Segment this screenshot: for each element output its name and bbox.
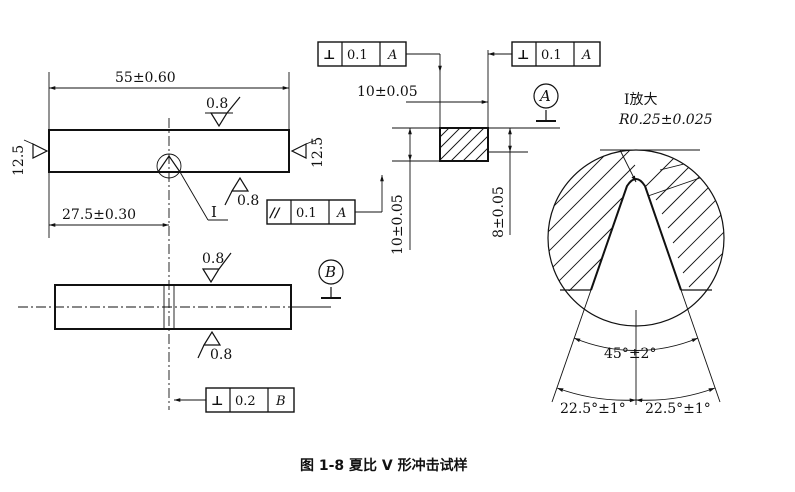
notch-radius: R0.25±0.025: [618, 112, 713, 128]
fcf-right-datum: A: [581, 48, 591, 63]
half-angle-left: 22.5°±1°: [560, 401, 626, 417]
datum-b-label: B: [324, 263, 336, 281]
fcf-b-value: 0.2: [235, 394, 256, 409]
fcf-left-value: 0.1: [347, 48, 368, 63]
section-view: 10±0.05 10±0.05 8±0.05 A ⊥ 0.1 A ⊥ 0.1 A: [266, 41, 601, 255]
roughness-left: 12.5: [11, 145, 27, 176]
fcf-left-datum: A: [387, 48, 397, 63]
half-angle-right: 22.5°±1°: [645, 401, 711, 417]
roughness-top: 0.8: [206, 96, 228, 112]
roughness-bottom-front: 0.8: [237, 193, 259, 209]
fcf-b-datum: B: [275, 394, 286, 409]
detail-view: I放大 R0.25±0.025 45°±2° 22.5°±1° 22.5°±1°: [547, 92, 725, 417]
roughness-plan-top: 0.8: [202, 251, 224, 267]
datum-a-symbol: [533, 83, 559, 109]
fcf-right-symbol: ⊥: [517, 48, 529, 63]
perpendicularity-frame-b: [205, 387, 295, 413]
roughness-right: 12.5: [310, 137, 326, 168]
fcf-right-value: 0.1: [541, 48, 562, 63]
datum-b-symbol: [318, 259, 344, 285]
section-square: [439, 127, 489, 162]
front-view: 55±0.60 27.5±0.30 0.8 0.8 12.5 12.5 I: [11, 70, 326, 410]
notch-angle: 45°±2°: [604, 346, 656, 362]
section-height-dimension: 10±0.05: [390, 194, 406, 255]
fcf-parallel-value: 0.1: [296, 206, 317, 221]
fcf-parallel-symbol: //: [268, 206, 281, 221]
parallelism-frame: [266, 199, 356, 225]
length-dimension: 55±0.60: [115, 70, 176, 86]
datum-a-label: A: [538, 87, 551, 105]
fcf-parallel-datum: A: [336, 206, 346, 221]
plan-view: 0.8 0.8 B ⊥ 0.2 B: [18, 251, 344, 413]
fcf-left-symbol: ⊥: [323, 48, 335, 63]
detail-notch-profile: [590, 178, 682, 291]
notch-position-dimension: 27.5±0.30: [62, 207, 136, 223]
roughness-plan-bottom: 0.8: [210, 347, 232, 363]
view-label-i: I: [211, 203, 217, 221]
fcf-b-symbol: ⊥: [211, 394, 223, 409]
figure-caption: 图 1-8 夏比 V 形冲击试样: [300, 457, 468, 474]
detail-title: I放大: [624, 92, 658, 108]
perpendicularity-frame-right: [511, 41, 601, 67]
ligament-height-dimension: 8±0.05: [491, 186, 507, 238]
section-width-dimension: 10±0.05: [357, 84, 418, 100]
